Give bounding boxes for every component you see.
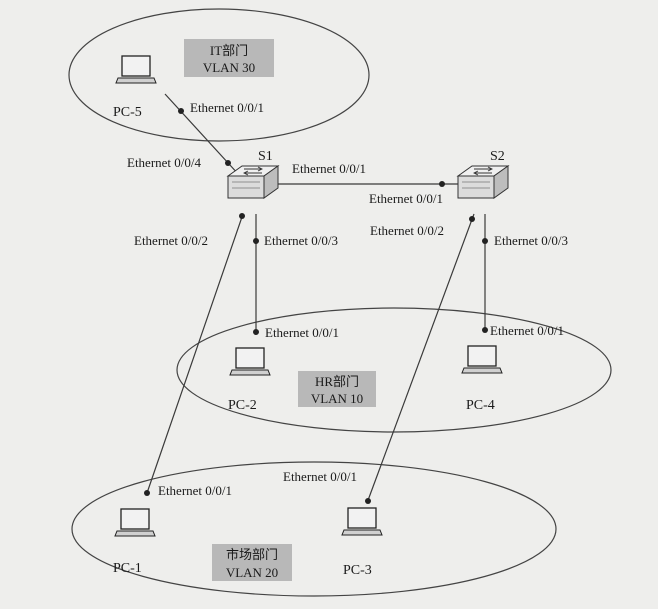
port-label-pc1: Ethernet 0/0/1 [158,483,232,498]
pc3-label: PC-3 [343,563,372,578]
link-s2-pc3 [366,213,475,504]
switch-s1-label: S1 [258,149,273,164]
port-dot-s2-1 [439,181,445,187]
hr-vlan: VLAN 10 [311,391,363,406]
pc5-laptop-icon[interactable] [115,55,157,84]
port-dot-pc4 [482,327,488,333]
it-dept-name: IT部门 [210,43,248,58]
port-label-pc4: Ethernet 0/0/1 [490,323,564,338]
market-tag-box [212,544,292,581]
pc4-label: PC-4 [466,398,495,413]
market-zone [71,461,557,597]
pc1-laptop-icon[interactable] [114,508,156,537]
port-label-s1-2: Ethernet 0/0/2 [134,233,208,248]
port-label-s2-1: Ethernet 0/0/1 [369,191,443,206]
port-dot-pc3 [365,498,371,504]
hr-tag-box [298,371,376,407]
port-label-s2-2: Ethernet 0/0/2 [370,223,444,238]
port-dot-pc2 [253,329,259,335]
port-label-s1-3: Ethernet 0/0/3 [264,233,338,248]
port-label-pc2: Ethernet 0/0/1 [265,325,339,340]
port-label-s1-4: Ethernet 0/0/4 [127,155,202,170]
port-label-pc3: Ethernet 0/0/1 [283,469,357,484]
market-vlan: VLAN 20 [226,565,278,580]
port-label-pc5: Ethernet 0/0/1 [190,100,264,115]
port-dot-s1-2 [239,213,245,219]
port-dot-pc5 [178,108,184,114]
switch-s2-label: S2 [490,149,505,164]
it-tag-box [184,39,274,77]
pc2-laptop-icon[interactable] [229,347,271,376]
pc2-label: PC-2 [228,398,257,413]
switch-s2-icon[interactable] [456,165,510,199]
port-dot-s2-2 [469,216,475,222]
switch-s1-icon[interactable] [226,165,280,199]
hr-dept-name: HR部门 [315,374,359,389]
port-dot-s1-3 [253,238,259,244]
hr-zone [176,307,612,433]
pc4-laptop-icon[interactable] [461,345,503,374]
pc3-laptop-icon[interactable] [341,507,383,536]
market-dept-name: 市场部门 [226,547,278,562]
port-dot-pc1 [144,490,150,496]
port-dot-s1-4 [225,160,231,166]
port-dot-s2-3 [482,238,488,244]
port-label-s1-1: Ethernet 0/0/1 [292,161,366,176]
pc1-label: PC-1 [113,561,142,576]
link-s1-pc1 [146,213,244,494]
it-zone [68,8,370,142]
it-vlan: VLAN 30 [203,60,255,75]
pc5-label: PC-5 [113,105,142,120]
port-label-s2-3: Ethernet 0/0/3 [494,233,568,248]
